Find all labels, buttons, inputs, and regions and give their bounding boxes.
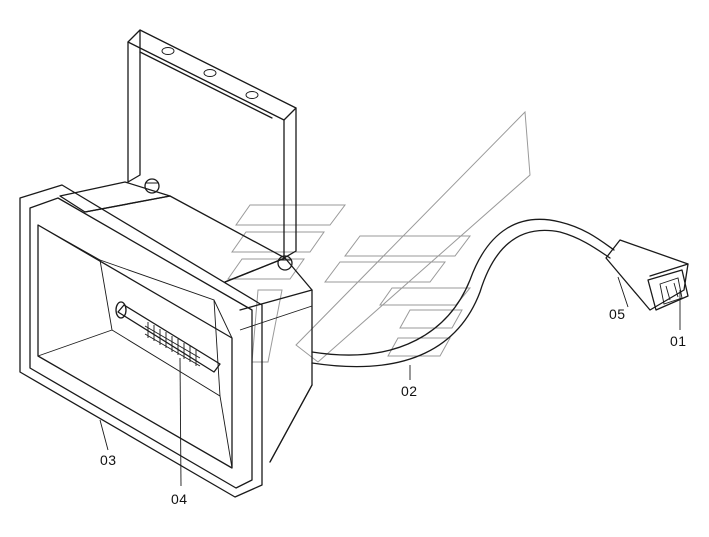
leader-lines [99,276,681,487]
watermark-logo [227,110,531,363]
mounting-bracket [127,29,297,271]
halogen-lamp [115,301,221,373]
callout-02: 02 [401,383,418,399]
callout-03: 03 [100,452,117,468]
cable [311,218,615,368]
callout-05: 05 [609,306,626,322]
callout-01: 01 [670,333,687,349]
housing [19,181,313,498]
callout-04: 04 [171,491,188,507]
plug-connector [605,239,689,311]
